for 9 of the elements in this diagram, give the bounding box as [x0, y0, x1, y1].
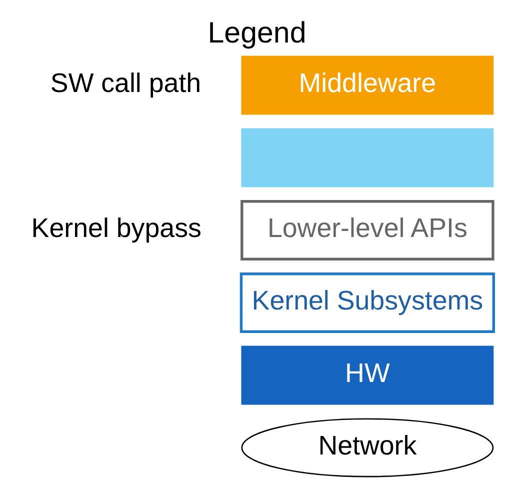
node-box: Middleware: [240, 56, 494, 115]
node-box: [240, 128, 494, 188]
label: SW call path: [50, 68, 201, 98]
node-box: Kernel Subsystems: [239, 272, 494, 333]
diagram-title: Legend: [207, 16, 306, 50]
node-ellipse: Network: [240, 418, 494, 478]
label: Kernel bypass: [30, 212, 201, 243]
node-box: HW: [240, 346, 494, 405]
node-box: Lower-level APIs: [240, 200, 494, 260]
